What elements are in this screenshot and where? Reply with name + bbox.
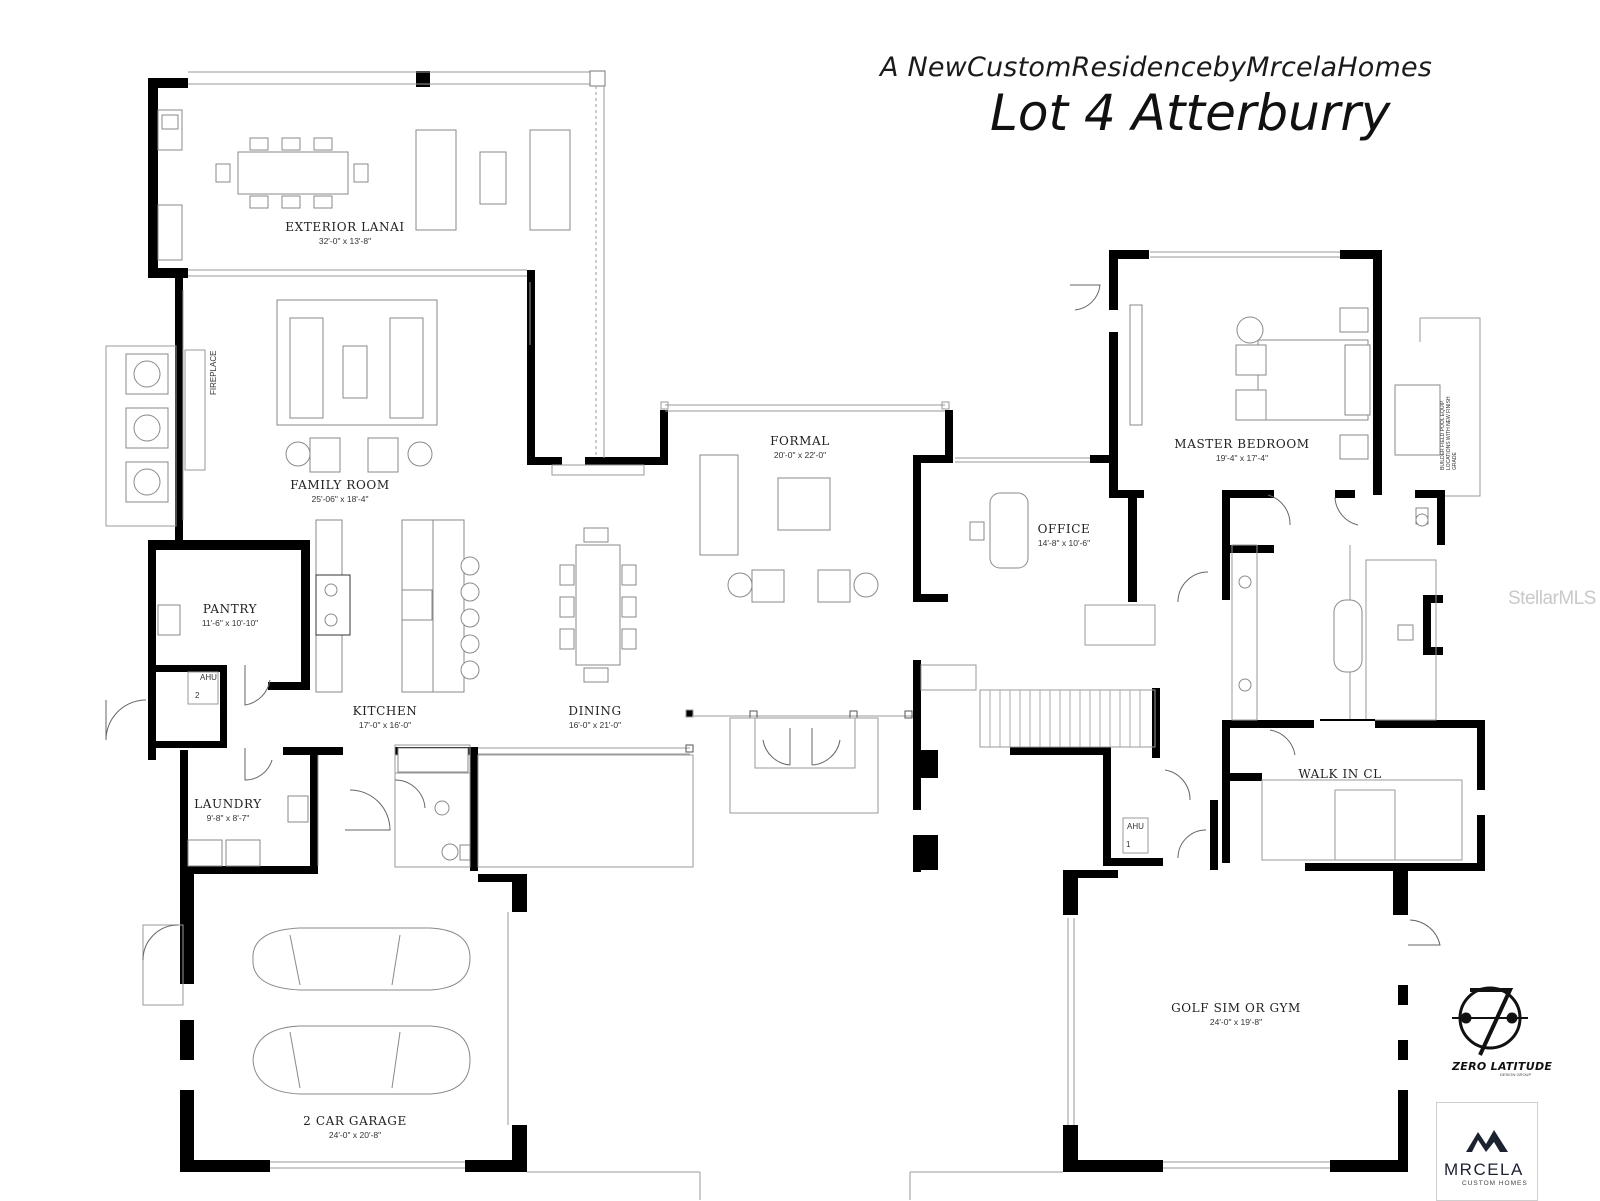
room-name: GOLF SIM OR GYM [1171,1001,1301,1015]
room-dims: 32'-0" x 13'-8" [318,236,372,246]
watermark: StellarMLS [1508,588,1596,609]
room-name: KITCHEN [352,704,418,718]
zero-latitude-sub: DESIGN GROUP [1500,1072,1532,1077]
room-formal: FORMAL 20'-0" x 22'-0" [770,434,830,460]
room-family: FAMILY ROOM 25'-06" x 18'-4" [290,478,390,504]
room-master-bedroom: MASTER BEDROOM 19'-4" x 17'-4" [1174,437,1309,463]
thin-lines [105,70,1481,1200]
room-kitchen: KITCHEN 17'-0" x 16'-0" [353,704,418,730]
room-garage: 2 CAR GARAGE 24'-0" x 20'-8" [303,1114,407,1140]
ahu-label: AHU [1127,822,1144,831]
ahu-number-2: 2 [195,691,200,700]
room-name: MASTER BEDROOM [1174,437,1310,451]
room-dims: 24'-0" x 19'-8" [1209,1017,1263,1027]
room-name: DINING [568,704,622,718]
room-pantry: PANTRY 11'-6" x 10'-10" [202,602,258,628]
page-title: Lot 4 Atterburry [990,84,1391,142]
zero-latitude-logo-icon [1452,986,1528,1056]
mrcela-sub: CUSTOM HOMES [1462,1180,1528,1187]
room-name: PANTRY [202,602,258,616]
room-name: LAUNDRY [194,797,262,811]
room-name: OFFICE [1037,522,1091,536]
room-golf-sim: GOLF SIM OR GYM 24'-0" x 19'-8" [1171,1001,1301,1027]
room-name: WALK IN CL [1298,767,1382,781]
ahu-label: AHU [200,673,217,682]
room-dims: 14'-8" x 10'-6" [1037,538,1091,548]
room-dims: 20'-0" x 22'-0" [773,450,827,460]
subtitle: A NewCustomResidencebyMrcelaHomes [880,52,1433,83]
room-dims: 17'-0" x 16'-0" [358,720,412,730]
room-name: FAMILY ROOM [290,478,390,492]
room-dining: DINING 16'-0" x 21'-0" [568,704,621,730]
room-dims: 19'-4" x 17'-4" [1215,453,1269,463]
room-dims: 16'-0" x 21'-0" [568,720,622,730]
room-exterior-lanai: EXTERIOR LANAI 32'-0" x 13'-8" [285,220,404,246]
pool-equip-note: BUILDER FIELD POOL EQUIP. LOCATIONS WITH… [1440,396,1458,470]
room-laundry: LAUNDRY 9'-8" x 8'-7" [194,797,262,823]
exterior-walls [148,71,1485,1172]
room-walk-in-closet: WALK IN CL [1298,767,1381,781]
mrcela-name: MRCELA [1444,1160,1524,1179]
room-name: EXTERIOR LANAI [285,220,405,234]
room-dims: 11'-6" x 10'-10" [201,618,259,628]
furniture [125,109,1441,1095]
room-dims: 9'-8" x 8'-7" [206,813,250,823]
door-swings [105,284,1441,961]
room-office: OFFICE 14'-8" x 10'-6" [1038,522,1091,548]
zero-latitude-name: ZERO LATITUDE [1452,1060,1553,1073]
room-dims: 25'-06" x 18'-4" [311,494,369,504]
room-dims: 24'-0" x 20'-8" [328,1130,382,1140]
fireplace-label: FIREPLACE [209,350,218,395]
ahu-number-1: 1 [1126,840,1131,849]
room-name: 2 CAR GARAGE [303,1114,407,1128]
room-name: FORMAL [770,434,830,448]
